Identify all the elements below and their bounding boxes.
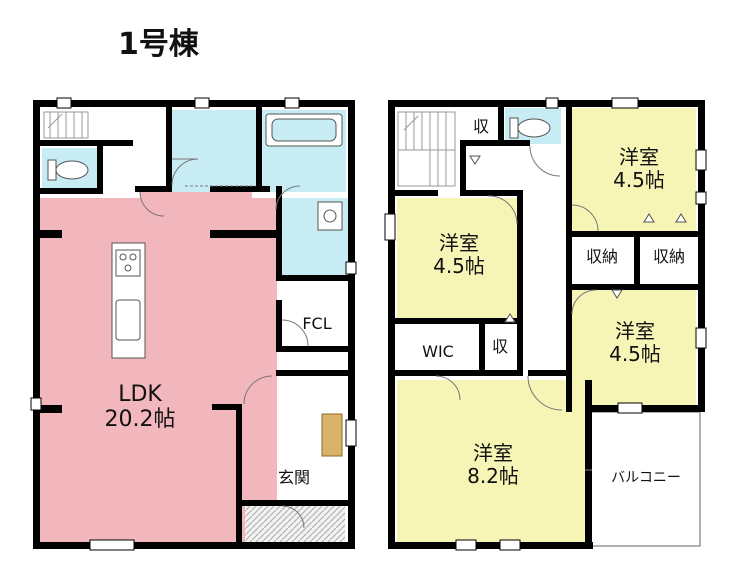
wall xyxy=(395,370,523,376)
wall xyxy=(33,140,103,146)
wall xyxy=(276,370,348,376)
wall xyxy=(395,318,523,324)
door-swings xyxy=(435,145,599,471)
wall xyxy=(103,140,133,146)
stair-icon xyxy=(397,111,456,187)
wall xyxy=(585,405,705,412)
wall xyxy=(276,346,348,352)
closet-left-label: 収納 xyxy=(585,247,618,266)
wall xyxy=(135,186,170,192)
wall xyxy=(276,186,282,281)
wall xyxy=(33,100,355,107)
fcl-label: FCL xyxy=(302,314,332,333)
washroom-floor xyxy=(172,110,256,192)
wall xyxy=(276,275,348,281)
door-swings xyxy=(139,158,309,529)
shoe-rack-icon xyxy=(321,413,343,457)
bedroom-s-floor xyxy=(397,380,585,542)
page-title: 1号棟 xyxy=(118,27,199,62)
closet-right-label: 収納 xyxy=(652,247,685,266)
wall xyxy=(166,100,172,192)
sink-icon xyxy=(317,201,343,231)
wall xyxy=(210,186,270,192)
wall xyxy=(460,140,466,196)
wall xyxy=(566,100,572,232)
bedroom-w-label: 洋室 4.5帖 xyxy=(433,231,485,278)
wall xyxy=(460,190,517,196)
bathtub-icon xyxy=(265,113,343,147)
ldk-label: LDK 20.2帖 xyxy=(104,382,176,433)
wall xyxy=(460,140,530,146)
storage-mid-label: 収 xyxy=(491,337,508,356)
windows xyxy=(30,97,357,551)
wall xyxy=(33,188,103,194)
wall xyxy=(388,100,395,549)
wall xyxy=(528,370,572,376)
wall xyxy=(348,100,355,549)
ldk-floor-ext xyxy=(140,192,252,202)
bedroom-ne-label: 洋室 4.5帖 xyxy=(613,145,665,192)
entrance-tiles xyxy=(245,506,345,546)
balcony-label: バルコニー xyxy=(611,470,681,486)
closet-door-markers xyxy=(469,155,687,323)
wall xyxy=(479,318,485,376)
bedroom-w-floor xyxy=(397,198,517,318)
windows xyxy=(384,97,707,551)
stair-icon xyxy=(43,111,89,139)
wall xyxy=(276,300,282,352)
wall xyxy=(236,404,242,549)
wall xyxy=(634,231,640,290)
wic-label: WIC xyxy=(422,342,454,361)
toilet-icon xyxy=(509,117,551,139)
wall xyxy=(97,140,103,194)
wall xyxy=(388,542,593,549)
wall xyxy=(256,100,262,192)
storage-top-label: 収 xyxy=(472,117,489,136)
wall xyxy=(240,500,350,506)
entrance-label: 玄関 xyxy=(277,468,310,487)
wall xyxy=(212,404,242,410)
kitchen-counter-icon xyxy=(111,242,146,359)
wall xyxy=(585,380,592,549)
wall xyxy=(33,542,355,549)
wall xyxy=(40,405,62,413)
wall xyxy=(388,190,438,196)
bedroom-s-label: 洋室 8.2帖 xyxy=(467,441,519,488)
toilet-icon xyxy=(47,159,89,181)
wall xyxy=(566,231,572,412)
bedroom-e-label: 洋室 4.5帖 xyxy=(609,319,661,366)
bedroom-ne-floor xyxy=(572,108,696,231)
wall xyxy=(698,100,705,412)
wall xyxy=(33,100,40,549)
wall xyxy=(210,230,276,238)
bedroom-e-floor xyxy=(572,290,696,407)
floor-2 xyxy=(384,97,707,551)
wall xyxy=(517,190,523,372)
wall xyxy=(40,230,62,238)
wall xyxy=(498,100,504,146)
floor-1 xyxy=(30,97,357,551)
